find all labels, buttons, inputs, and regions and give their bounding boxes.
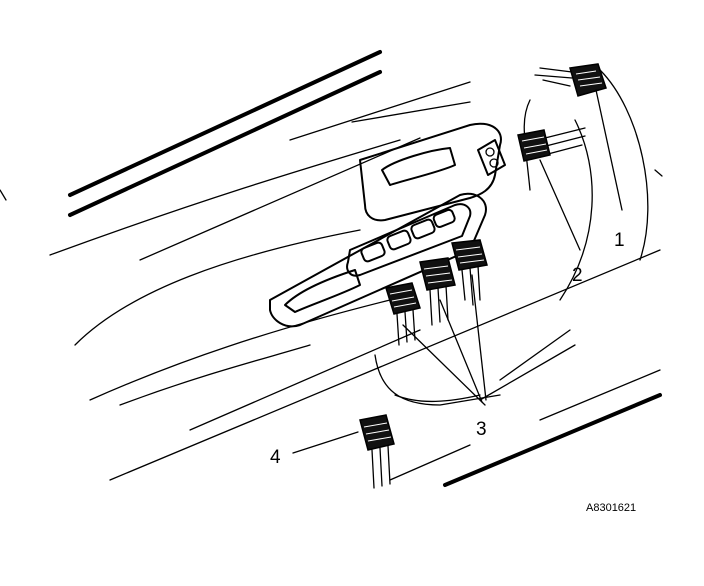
callout-label-2: 2	[572, 265, 583, 286]
window-switch-panel	[346, 139, 506, 277]
door-trim-outline	[0, 50, 663, 487]
connector-3-group	[385, 239, 488, 406]
connector-4	[292, 414, 395, 489]
callout-label-4: 4	[270, 447, 281, 468]
callout-label-1: 1	[614, 230, 625, 251]
connector-2	[517, 127, 586, 251]
callout-labels: 1 2 3 4	[270, 230, 625, 468]
callout-label-3: 3	[476, 419, 487, 440]
figure-code: A8301621	[586, 502, 636, 514]
